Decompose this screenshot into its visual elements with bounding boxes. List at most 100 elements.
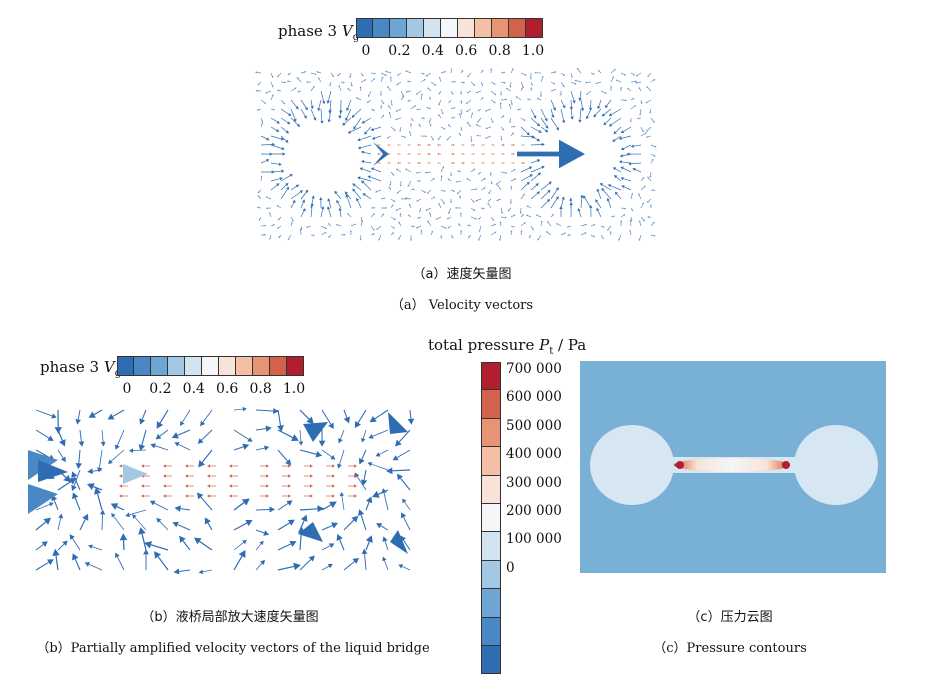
- velocity-vector: [431, 231, 433, 235]
- velocity-vector: [300, 228, 302, 235]
- colorbar-tick-label: 0.4: [422, 43, 444, 59]
- velocity-vector: [364, 127, 371, 135]
- velocity-vector: [455, 207, 461, 209]
- velocity-vector: [399, 222, 401, 226]
- velocity-vector: [256, 541, 264, 550]
- colorbar-tick-label: 0.2: [149, 381, 171, 397]
- velocity-vector: [417, 153, 421, 155]
- velocity-vector: [521, 73, 527, 76]
- velocity-vector: [271, 183, 279, 190]
- velocity-vector: [499, 221, 501, 226]
- velocity-vector: [279, 235, 281, 238]
- velocity-vector: [460, 91, 462, 95]
- velocity-vector: [407, 144, 411, 146]
- velocity-vector: [376, 226, 381, 230]
- velocity-vector: [631, 80, 637, 82]
- velocity-vector: [506, 88, 511, 91]
- velocity-vector: [317, 100, 321, 111]
- colorbar-tick-label: 1.0: [283, 381, 305, 397]
- velocity-vector: [362, 549, 368, 570]
- velocity-vector: [438, 114, 441, 118]
- velocity-vector: [408, 181, 411, 187]
- velocity-vector: [407, 81, 411, 83]
- velocity-vector: [481, 97, 483, 100]
- velocity-vector: [650, 204, 652, 208]
- colorbar-cell: [390, 18, 407, 38]
- velocity-vector: [172, 430, 190, 439]
- velocity-vector: [521, 162, 525, 164]
- velocity-vector: [478, 172, 481, 175]
- velocity-vector: [531, 127, 542, 133]
- velocity-vector: [360, 86, 362, 91]
- velocity-vector: [361, 221, 363, 226]
- velocity-vector: [491, 100, 496, 103]
- velocity-vector: [531, 166, 545, 172]
- velocity-vector: [631, 105, 636, 109]
- velocity-vector: [529, 235, 531, 238]
- velocity-vector: [261, 136, 270, 140]
- velocity-vector: [609, 109, 621, 116]
- velocity-vector: [261, 122, 263, 127]
- velocity-vector: [460, 109, 462, 115]
- velocity-vector: [621, 207, 626, 209]
- velocity-vector: [491, 153, 495, 155]
- velocity-vector: [471, 199, 475, 203]
- velocity-vector: [475, 199, 481, 201]
- velocity-vector: [329, 82, 331, 86]
- velocity-vector: [326, 494, 335, 497]
- velocity-vector: [174, 442, 190, 450]
- velocity-vector: [611, 69, 616, 73]
- large-velocity-vector: [303, 422, 328, 442]
- velocity-vector: [541, 190, 551, 199]
- panel-c-pressure-contour-plot: [580, 361, 886, 573]
- velocity-vector: [345, 194, 351, 208]
- velocity-vector: [621, 73, 626, 76]
- velocity-vector: [334, 191, 341, 199]
- velocity-vector: [441, 71, 446, 73]
- colorbar-cell: [424, 18, 441, 38]
- velocity-vector: [396, 109, 401, 112]
- velocity-vector: [58, 450, 66, 462]
- velocity-vector: [501, 216, 507, 218]
- velocity-vector: [328, 223, 331, 226]
- velocity-vector: [326, 464, 335, 467]
- velocity-vector: [229, 494, 238, 497]
- velocity-vector: [511, 132, 514, 136]
- velocity-vector: [451, 107, 455, 109]
- velocity-vector: [551, 89, 556, 91]
- velocity-vector: [496, 199, 501, 201]
- velocity-vector: [597, 189, 601, 199]
- velocity-vector: [291, 190, 303, 199]
- velocity-vector: [471, 136, 473, 142]
- velocity-vector: [501, 153, 505, 155]
- velocity-vector: [391, 204, 393, 208]
- panel-a-colorbar: [356, 18, 543, 38]
- liquid-bridge: [674, 458, 790, 472]
- velocity-vector: [111, 513, 124, 530]
- colorbar-cell: [253, 356, 270, 376]
- velocity-vector: [561, 196, 565, 208]
- velocity-vector: [651, 235, 656, 237]
- velocity-vector: [80, 514, 88, 530]
- velocity-vector: [621, 214, 625, 217]
- velocity-vector: [194, 538, 212, 550]
- velocity-vector: [631, 193, 633, 199]
- velocity-vector: [321, 232, 326, 235]
- velocity-vector: [509, 104, 511, 109]
- velocity-vector: [371, 73, 376, 75]
- colorbar-tick-label: 200 000: [506, 503, 562, 519]
- velocity-vector: [439, 91, 441, 95]
- velocity-vector: [361, 430, 366, 443]
- velocity-vector: [420, 230, 422, 235]
- velocity-vector: [511, 68, 514, 73]
- velocity-vector: [356, 198, 361, 208]
- velocity-vector: [271, 152, 286, 155]
- velocity-vector: [646, 136, 651, 138]
- velocity-vector: [417, 144, 421, 146]
- velocity-vector: [321, 206, 324, 217]
- velocity-vector: [179, 536, 190, 550]
- velocity-vector: [478, 217, 481, 220]
- velocity-vector: [471, 144, 475, 146]
- velocity-vector: [278, 217, 281, 220]
- velocity-vector: [172, 522, 190, 530]
